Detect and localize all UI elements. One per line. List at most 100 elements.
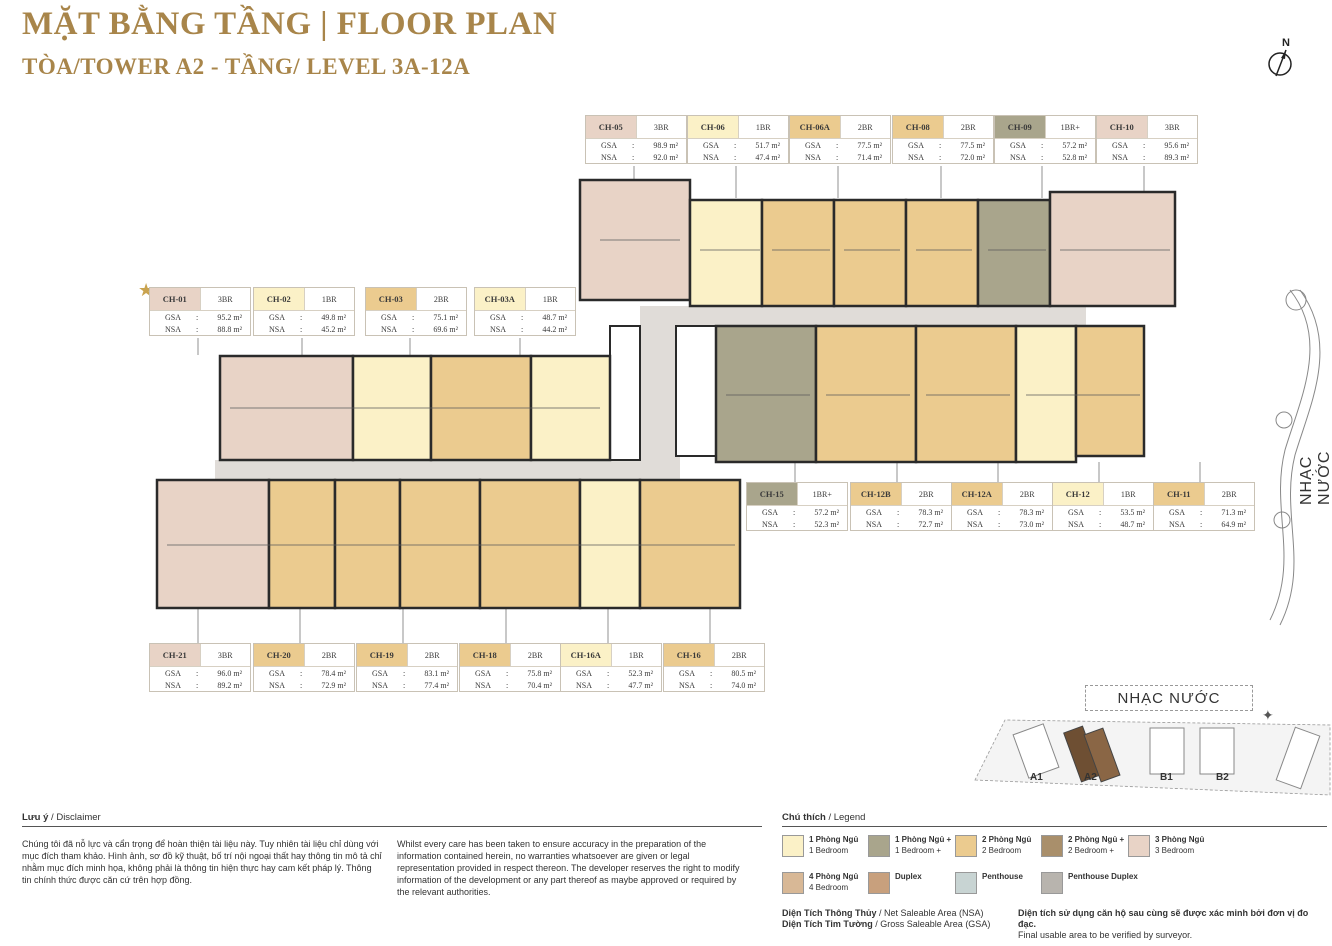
nsa-label: NSA — [268, 680, 285, 690]
unit-gsa-row: GSA:52.3 m² — [561, 667, 661, 679]
nsa-value: 45.2 m² — [321, 324, 346, 334]
unit-gsa-row: GSA: 49.8 m² — [254, 311, 354, 323]
gsa-value: 96.0 m² — [217, 668, 242, 678]
legend-label-vi: 1 Phòng Ngủ + — [895, 835, 952, 844]
nsa-colon: : — [998, 519, 1001, 529]
unit-code: CH-06 — [688, 116, 738, 138]
page-subtitle: TÒA/TOWER A2 - TẦNG/ LEVEL 3A-12A — [22, 54, 471, 79]
unit-nsa-row: NSA:52.8 m² — [995, 151, 1095, 163]
gsa-colon: : — [521, 312, 524, 322]
gsa-colon: : — [836, 140, 839, 150]
unit-code: CH-12B — [851, 483, 901, 505]
unit-code: CH-08 — [893, 116, 943, 138]
nsa-en: / Net Saleable Area (NSA) — [876, 908, 984, 918]
nsa-label: NSA — [164, 324, 181, 334]
leader-lines — [197, 166, 1201, 643]
unit-gsa-row: GSA:48.7 m² — [475, 311, 575, 323]
gsa-value: 98.9 m² — [653, 140, 678, 150]
disclaimer-title-rest: / Disclaimer — [48, 812, 101, 823]
unit-code: CH-18 — [460, 644, 510, 666]
nsa-value: 69.6 m² — [433, 324, 458, 334]
gsa-value: 78.4 m² — [321, 668, 346, 678]
gsa-value: 71.3 m² — [1221, 507, 1246, 517]
site-plan-label: NHẠC NƯỚC — [1085, 685, 1253, 711]
unit-nsa-row: NSA:47.4 m² — [688, 151, 788, 163]
gsa-value: 83.1 m² — [424, 668, 449, 678]
interior-partitions — [167, 239, 1170, 546]
gsa-label: GSA — [702, 140, 719, 150]
nsa-label: NSA — [600, 152, 617, 162]
unit-gsa-row: GSA:77.5 m² — [893, 139, 993, 151]
gsa-colon: : — [710, 668, 713, 678]
nsa-label: NSA — [865, 519, 882, 529]
nsa-colon: : — [1099, 519, 1102, 529]
unit-gsa-row: GSA:75.8 m² — [460, 667, 560, 679]
legend-label-vi: Penthouse Duplex — [1068, 872, 1138, 881]
site-tower-b2: B2 — [1216, 772, 1229, 783]
site-tower-a2: A2 — [1084, 772, 1097, 783]
gsa-label: GSA — [164, 668, 181, 678]
gsa-label: GSA — [865, 507, 882, 517]
legend-title-rest: / Legend — [825, 812, 866, 823]
gsa-colon: : — [1200, 507, 1203, 517]
page-title: MẶT BẰNG TẦNG | FLOOR PLAN — [22, 6, 558, 42]
nsa-colon: : — [196, 680, 199, 690]
north-compass-icon: N — [1262, 34, 1302, 89]
nsa-value: 47.7 m² — [628, 680, 653, 690]
legend-label-en: 4 Bedroom — [809, 883, 849, 892]
unit-nsa-row: NSA:45.2 m² — [254, 323, 354, 335]
gsa-colon: : — [607, 668, 610, 678]
unit-gsa-row: GSA:95.6 m² — [1097, 139, 1197, 151]
disclaimer-vi: Chúng tôi đã nỗ lực và cẩn trọng để hoàn… — [22, 839, 382, 885]
unit-code: CH-03A — [475, 288, 525, 310]
unit-nsa-row: NSA:72.0 m² — [893, 151, 993, 163]
gsa-value: 49.8 m² — [321, 312, 346, 322]
gsa-label: GSA — [1009, 140, 1026, 150]
legend-title-bold: Chú thích — [782, 812, 826, 823]
unit-nsa-row: NSA:69.6 m² — [366, 323, 466, 335]
nsa-label: NSA — [268, 324, 285, 334]
legend-item: 1 Phòng Ngủ +1 Bedroom + — [868, 835, 951, 857]
gsa-label: GSA — [268, 312, 285, 322]
gsa-en: / Gross Saleable Area (GSA) — [872, 919, 991, 929]
nsa-label: NSA — [474, 680, 491, 690]
gsa-colon: : — [300, 312, 303, 322]
nsa-value: 52.8 m² — [1062, 152, 1087, 162]
legend-text: 2 Phòng Ngủ +2 Bedroom + — [1068, 835, 1124, 855]
legend-item: 2 Phòng Ngủ +2 Bedroom + — [1041, 835, 1124, 857]
unit-nsa-row: NSA:72.9 m² — [254, 679, 354, 691]
gsa-colon: : — [793, 507, 796, 517]
gsa-label: GSA — [1067, 507, 1084, 517]
disclaimer-divider — [22, 826, 762, 827]
gsa-label: GSA — [804, 140, 821, 150]
unit-code: CH-12A — [952, 483, 1002, 505]
unit-gsa-row: GSA:75.1 m² — [366, 311, 466, 323]
unit-gsa-row: GSA:80.5 m² — [664, 667, 764, 679]
nsa-value: 72.0 m² — [960, 152, 985, 162]
gsa-colon: : — [632, 140, 635, 150]
unit-gsa-row: GSA:96.0 m² — [150, 667, 250, 679]
nsa-label: NSA — [371, 680, 388, 690]
gsa-label: GSA — [268, 668, 285, 678]
site-plan-map: ✦ — [974, 709, 1331, 796]
legend-swatch — [1041, 872, 1063, 894]
gsa-colon: : — [1143, 140, 1146, 150]
nsa-label: NSA — [907, 152, 924, 162]
